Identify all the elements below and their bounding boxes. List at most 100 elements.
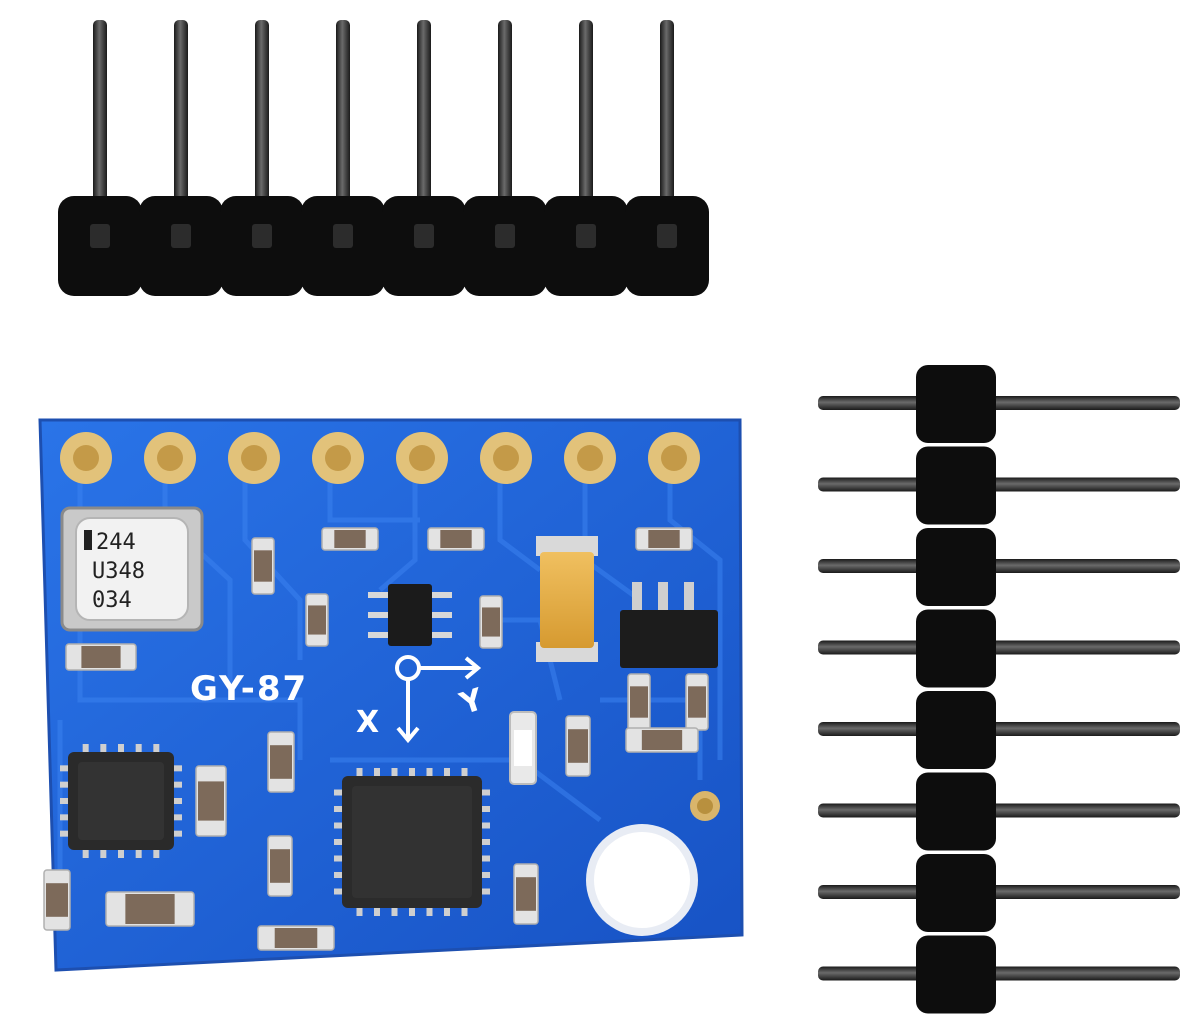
header-pad-hole-5 bbox=[409, 445, 435, 471]
right-header-block-2 bbox=[916, 446, 996, 525]
imu-pin-right-2 bbox=[480, 806, 490, 812]
top-header-pin-7 bbox=[579, 20, 593, 220]
imu-pin-top-2 bbox=[374, 768, 380, 778]
smd-part-body-2 bbox=[440, 530, 472, 548]
magnetometer-pin-right-4 bbox=[172, 814, 182, 821]
top-header-plastic bbox=[58, 196, 709, 296]
right-header-block-8 bbox=[916, 935, 996, 1014]
imu-pin-bottom-4 bbox=[409, 906, 415, 916]
header-pad-hole-4 bbox=[325, 445, 351, 471]
magnetometer-pin-bottom-2 bbox=[100, 848, 107, 858]
top-header-pins bbox=[93, 20, 674, 220]
pressure-sensor-marking-1: 244 bbox=[96, 530, 136, 555]
imu-pin-left-7 bbox=[334, 888, 344, 895]
mounting-hole-small bbox=[690, 791, 720, 821]
smd-part-body-17 bbox=[125, 894, 175, 924]
right-header-pins bbox=[818, 396, 1180, 981]
right-pin-header bbox=[818, 365, 1180, 1014]
smd-part-body-8 bbox=[630, 686, 648, 718]
imu-pin-top-7 bbox=[461, 768, 468, 778]
right-header-pin-5 bbox=[818, 722, 1180, 736]
axis-x-label: X bbox=[356, 705, 379, 740]
pressure-sensor-marking-2: U348 bbox=[92, 559, 145, 584]
top-header-pin-socket-6 bbox=[495, 224, 515, 248]
smd-part-body-4 bbox=[254, 550, 272, 582]
smd-part-body-7 bbox=[81, 646, 121, 668]
smd-part-body-1 bbox=[334, 530, 366, 548]
imu-pin-bottom-5 bbox=[426, 906, 433, 916]
smd-part-body-18 bbox=[274, 928, 318, 948]
top-header-pin-6 bbox=[498, 20, 512, 220]
imu-pin-right-1 bbox=[480, 789, 490, 796]
imu-pin-right-6 bbox=[480, 872, 490, 878]
header-pads bbox=[60, 432, 700, 484]
right-header-pin-7 bbox=[818, 885, 1180, 899]
magnetometer-pin-bottom-1 bbox=[82, 848, 89, 858]
top-header-pin-8 bbox=[660, 20, 674, 220]
top-header-pin-socket-4 bbox=[333, 224, 353, 248]
magnetometer-pin-top-3 bbox=[118, 744, 124, 754]
right-header-pin-2 bbox=[818, 477, 1180, 492]
right-header-block-5 bbox=[916, 691, 996, 769]
smd-part-body-3 bbox=[648, 530, 680, 548]
top-pin-header bbox=[58, 20, 709, 296]
top-header-pin-1 bbox=[93, 20, 107, 220]
smd-components bbox=[43, 527, 709, 951]
magnetometer-pin-left-2 bbox=[60, 781, 70, 788]
imu-pin-left-3 bbox=[334, 822, 344, 829]
smd-part-body-11 bbox=[568, 729, 588, 763]
right-header-pin-8 bbox=[818, 966, 1180, 981]
header-pad-hole-8 bbox=[661, 445, 687, 471]
right-header-plastic bbox=[916, 365, 996, 1014]
magnetometer-pin-bottom-5 bbox=[153, 848, 160, 858]
logic-level-chip bbox=[368, 584, 452, 646]
smd-part-body-5 bbox=[308, 605, 326, 635]
top-header-pin-socket-2 bbox=[171, 224, 191, 248]
imu-pin-left-6 bbox=[334, 872, 344, 878]
top-header-pin-4 bbox=[336, 20, 350, 220]
smd-part-body-12 bbox=[270, 745, 292, 779]
smd-part-body-15 bbox=[516, 877, 536, 911]
right-header-pin-1 bbox=[818, 396, 1180, 410]
magnetometer-pin-left-3 bbox=[60, 798, 70, 804]
magnetometer-pin-top-2 bbox=[100, 744, 107, 754]
imu-pin-top-6 bbox=[444, 768, 450, 778]
magnetometer-pin-left-5 bbox=[60, 830, 70, 837]
pressure-sensor-marking-3: 034 bbox=[92, 588, 132, 613]
magnetometer-pin-top-4 bbox=[135, 744, 142, 754]
smd-part-body-13 bbox=[198, 781, 224, 821]
right-header-block-4 bbox=[916, 609, 996, 688]
right-header-block-6 bbox=[916, 772, 996, 851]
right-header-pin-4 bbox=[818, 640, 1180, 655]
right-header-block-7 bbox=[916, 854, 996, 932]
magnetometer-pin-bottom-3 bbox=[118, 848, 124, 858]
tantalum-capacitor bbox=[536, 536, 598, 662]
gy87-pcb-board: 244 U348 034 GY- bbox=[38, 418, 744, 972]
imu-pin-top-3 bbox=[391, 768, 398, 778]
top-header-pin-3 bbox=[255, 20, 269, 220]
imu-pin-bottom-2 bbox=[374, 906, 380, 916]
top-header-pin-socket-7 bbox=[576, 224, 596, 248]
header-pad-hole-3 bbox=[241, 445, 267, 471]
axis-indicator bbox=[395, 655, 482, 744]
magnetometer-pin-right-5 bbox=[172, 830, 182, 837]
imu-pin-right-4 bbox=[480, 839, 490, 845]
header-pad-hole-7 bbox=[577, 445, 603, 471]
imu-chip bbox=[334, 768, 490, 916]
imu-pin-right-3 bbox=[480, 822, 490, 829]
right-header-pin-3 bbox=[818, 559, 1180, 573]
right-header-pin-6 bbox=[818, 803, 1180, 818]
magnetometer-pin-top-5 bbox=[153, 744, 160, 754]
magnetometer-pin-right-2 bbox=[172, 781, 182, 788]
voltage-regulator bbox=[620, 582, 718, 668]
top-header-pin-2 bbox=[174, 20, 188, 220]
top-header-pin-socket-8 bbox=[657, 224, 677, 248]
magnetometer-pin-left-1 bbox=[60, 765, 70, 772]
right-header-block-3 bbox=[916, 528, 996, 606]
top-header-pin-5 bbox=[417, 20, 431, 220]
imu-pin-bottom-1 bbox=[356, 906, 363, 916]
imu-pin-bottom-3 bbox=[391, 906, 398, 916]
magnetometer-pin-right-3 bbox=[172, 798, 182, 804]
header-pad-hole-6 bbox=[493, 445, 519, 471]
